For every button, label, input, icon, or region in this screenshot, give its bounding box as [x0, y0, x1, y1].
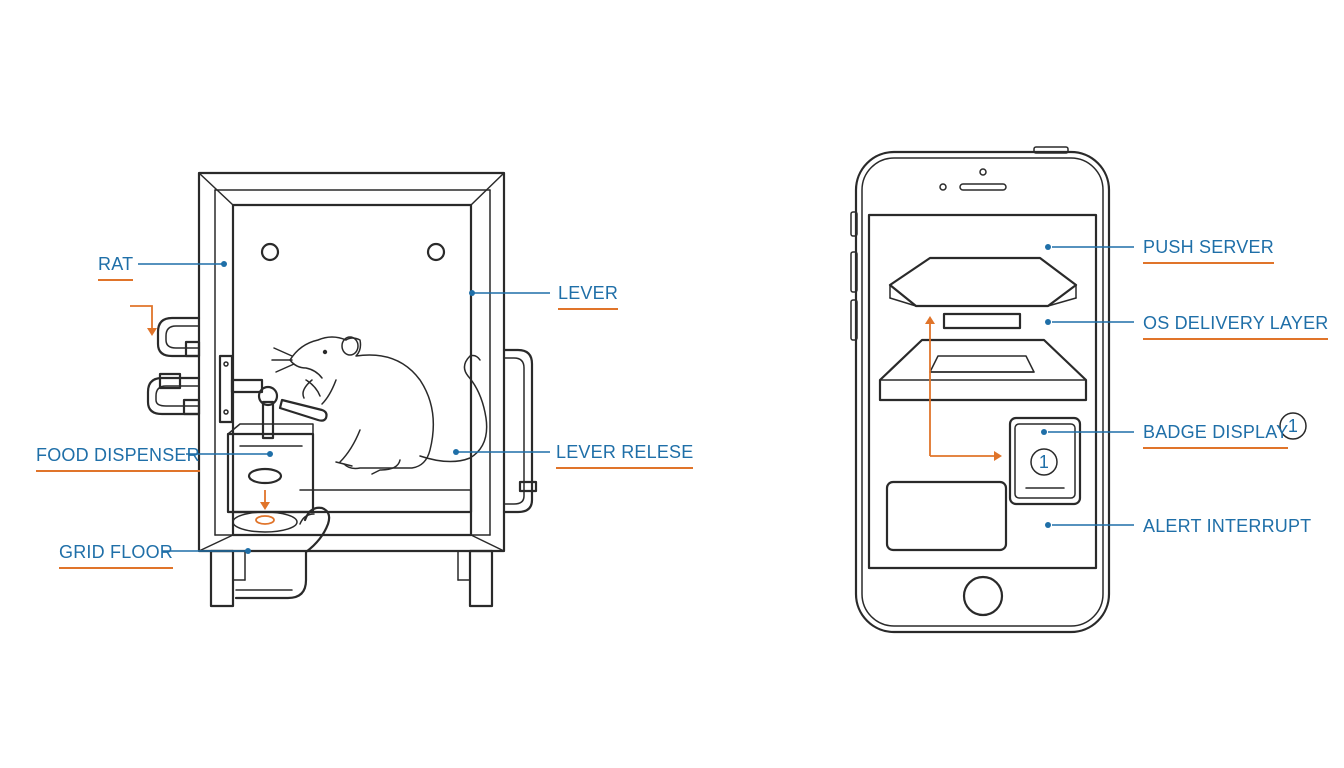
label-badge-display: BADGE DISPLAY — [1143, 421, 1289, 449]
badge-card — [1008, 416, 1082, 506]
badge-callout-circle — [1279, 412, 1307, 440]
label-alert-interrupt: ALERT INTERRUPT — [1143, 516, 1312, 536]
left-pipe-upper — [156, 316, 201, 358]
label-lever: LEVER — [558, 282, 619, 310]
chamber-leg-left — [209, 549, 235, 608]
label-os-delivery-layer: OS DELIVERY LAYER — [1143, 312, 1329, 340]
phone-screen — [867, 213, 1098, 570]
os-delivery-bar — [942, 312, 1022, 330]
phone-body — [854, 150, 1111, 634]
left-pipe-lower — [146, 376, 201, 416]
chamber-outer-frame — [197, 171, 506, 553]
right-pipe — [502, 348, 534, 514]
label-food-dispenser: FOOD DISPENSER — [36, 444, 200, 472]
chamber-leg-right — [468, 549, 494, 608]
operant-chamber — [130, 171, 550, 608]
alert-box — [885, 480, 1008, 552]
home-button — [962, 575, 1004, 617]
label-grid-floor: GRID FLOOR — [59, 541, 174, 569]
phone-illustration — [850, 146, 1307, 634]
chamber-light-left — [260, 242, 280, 262]
chamber-inner-wall — [231, 203, 473, 537]
badge-number: 1 — [1038, 452, 1050, 472]
chamber-light-right — [426, 242, 446, 262]
label-push-server: PUSH SERVER — [1143, 236, 1274, 264]
os-delivery-layer-block — [878, 338, 1088, 402]
rat-illustration — [271, 336, 488, 475]
lever-bar — [278, 398, 328, 422]
lever-arm — [230, 378, 264, 394]
food-tray — [232, 511, 298, 533]
dispenser-tube — [234, 506, 331, 600]
badge-callout-number: 1 — [1287, 416, 1299, 436]
push-server-block — [888, 256, 1078, 308]
label-lever-release: LEVER RELESE — [556, 441, 694, 469]
food-pellet — [247, 467, 283, 485]
label-rat: RAT — [98, 253, 134, 281]
